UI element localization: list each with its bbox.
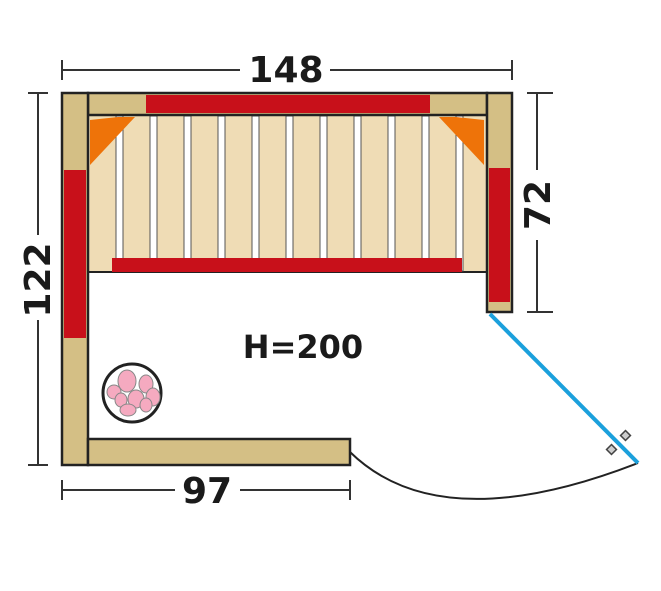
slat-gap (183, 115, 192, 272)
door-glass (488, 312, 640, 465)
width-label: 148 (248, 50, 323, 91)
back-wall-heater (146, 95, 430, 113)
dimension-front-width (61, 480, 351, 500)
front-width-label: 97 (182, 471, 232, 512)
slat-gap (285, 115, 294, 272)
corner-heater-left (90, 117, 135, 165)
walls (60, 91, 514, 467)
slat-gap (149, 115, 158, 272)
right-depth-label: 72 (518, 180, 559, 230)
front-wall (86, 437, 352, 467)
corner-heater-right (439, 117, 484, 165)
height-label: H=200 (243, 328, 363, 366)
door-swing-arc (349, 451, 639, 500)
slat-gap (387, 115, 396, 272)
bench-heater-panel (112, 258, 462, 272)
slat-gap (319, 115, 328, 272)
door-hinge-icon (605, 443, 618, 456)
right-wall-heater (489, 168, 510, 302)
slat-gap (251, 115, 260, 272)
depth-label: 122 (18, 242, 59, 317)
dimension-depth (28, 92, 48, 466)
slat-gap (217, 115, 226, 272)
door-hinge-icon (619, 429, 632, 442)
slat-gap (353, 115, 362, 272)
left-wall-heater (64, 170, 86, 338)
stove-icon (101, 362, 163, 424)
slat-gap (115, 115, 124, 272)
bench (87, 114, 488, 273)
bench-slat-gaps (115, 115, 464, 272)
slat-gap (421, 115, 430, 272)
glass-door (349, 312, 640, 500)
dimension-width (61, 60, 513, 80)
dimension-right-depth (527, 92, 553, 313)
